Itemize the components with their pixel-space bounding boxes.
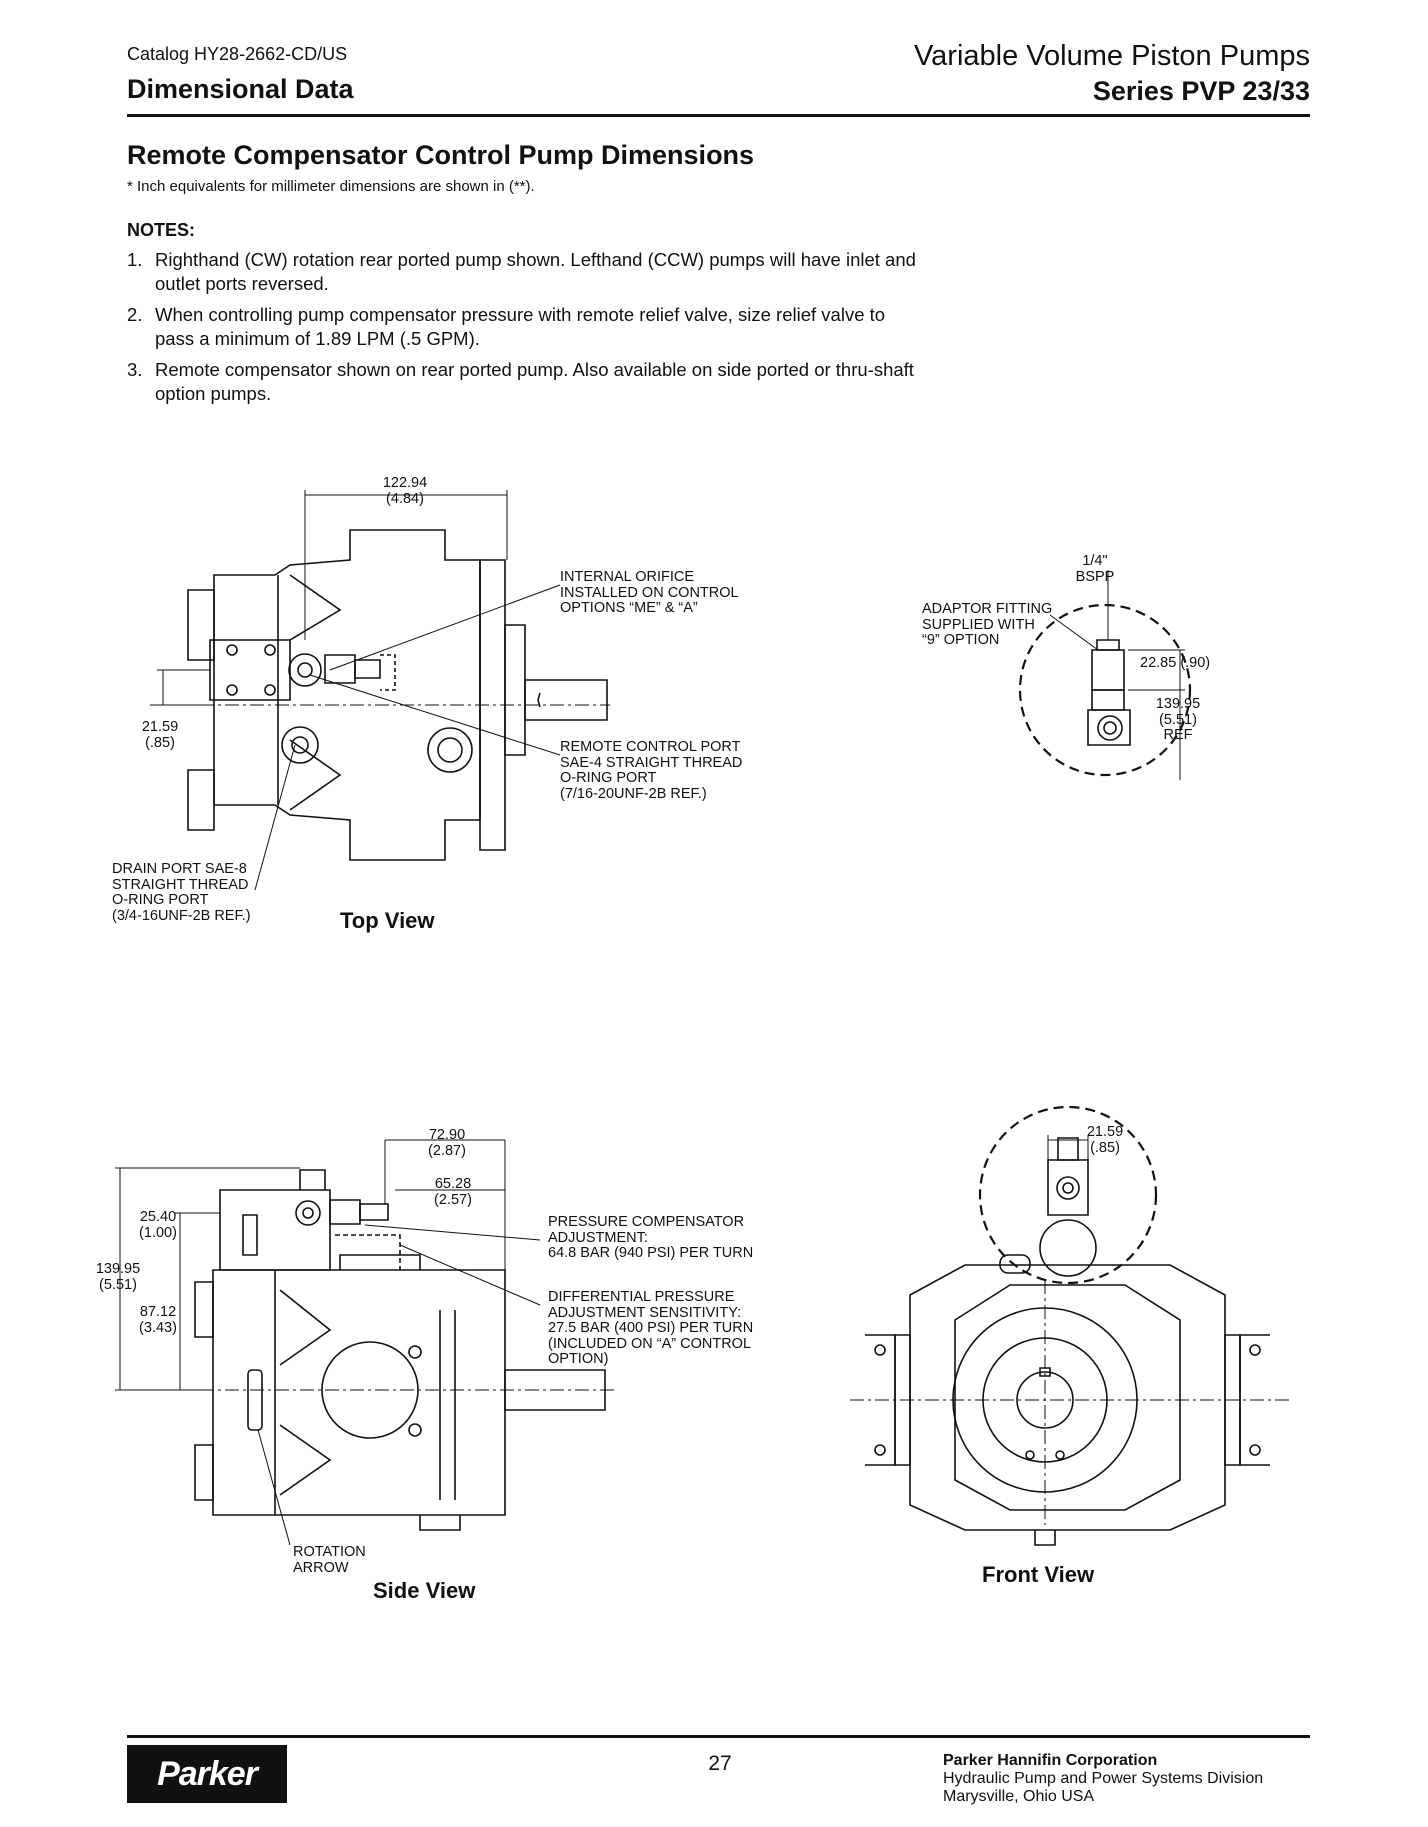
side-view-drawing [115, 1140, 615, 1545]
footer-rule [127, 1735, 1310, 1738]
company-location: Marysville, Ohio USA [943, 1788, 1095, 1805]
callout-drain-port: DRAIN PORT SAE-8 STRAIGHT THREAD O-RING … [112, 861, 251, 924]
inch-note: * Inch equivalents for millimeter dimens… [127, 178, 535, 195]
side-dim-72-90: 72.90 (2.87) [428, 1127, 466, 1159]
notes-heading: NOTES: [127, 220, 196, 240]
adaptor-detail-drawing [1020, 570, 1190, 780]
callout-internal-orifice: INTERNAL ORIFICE INSTALLED ON CONTROL OP… [560, 569, 739, 616]
front-view-title: Front View [982, 1562, 1095, 1587]
front-view-drawing [850, 1107, 1290, 1545]
side-dim-25-40: 25.40 (1.00) [139, 1209, 177, 1241]
header-rule [127, 114, 1310, 117]
bspp-label: 1/4" BSPP [1075, 553, 1115, 585]
top-dim-width: 122.94 (4.84) [382, 475, 428, 507]
parker-logo: Parker [127, 1745, 287, 1803]
side-dim-87-12: 87.12 (3.43) [139, 1304, 177, 1336]
adaptor-dim-a: 22.85 (.90) [1140, 655, 1211, 671]
notes-list: 1.Righthand (CW) rotation rear ported pu… [127, 248, 927, 413]
side-dim-65-28: 65.28 (2.57) [434, 1176, 472, 1208]
note-item: 2.When controlling pump compensator pres… [127, 304, 886, 349]
company-name: Parker Hannifin Corporation [943, 1752, 1158, 1769]
callout-pressure-compensator: PRESSURE COMPENSATOR ADJUSTMENT: 64.8 BA… [548, 1214, 754, 1261]
callout-rotation-arrow: ROTATION ARROW [293, 1544, 366, 1576]
callout-remote-control-port: REMOTE CONTROL PORT SAE-4 STRAIGHT THREA… [560, 739, 743, 802]
document-title: Variable Volume Piston Pumps [913, 40, 1310, 72]
note-item: 3.Remote compensator shown on rear porte… [127, 359, 914, 404]
page-heading: Remote Compensator Control Pump Dimensio… [127, 140, 755, 170]
page-number: 27 [708, 1752, 732, 1775]
side-view-title: Side View [373, 1578, 476, 1603]
front-dim: 21.59 (.85) [1086, 1124, 1124, 1156]
series-title: Series PVP 23/33 [1092, 76, 1310, 106]
adaptor-dim-b: 139.95 (5.51) REF [1155, 696, 1201, 743]
section-title: Dimensional Data [127, 74, 354, 104]
side-dim-139-95: 139.95 (5.51) [95, 1261, 141, 1293]
callout-adaptor-fitting: ADAPTOR FITTING SUPPLIED WITH “9” OPTION [922, 601, 1053, 648]
division-name: Hydraulic Pump and Power Systems Divisio… [943, 1770, 1264, 1787]
callout-differential-pressure: DIFFERENTIAL PRESSURE ADJUSTMENT SENSITI… [548, 1289, 754, 1367]
top-view-drawing [150, 490, 610, 890]
top-view-title: Top View [340, 908, 435, 933]
catalog-number: Catalog HY28-2662-CD/US [127, 44, 348, 64]
note-item: 1.Righthand (CW) rotation rear ported pu… [127, 249, 916, 294]
top-dim-height: 21.59 (.85) [141, 719, 179, 751]
